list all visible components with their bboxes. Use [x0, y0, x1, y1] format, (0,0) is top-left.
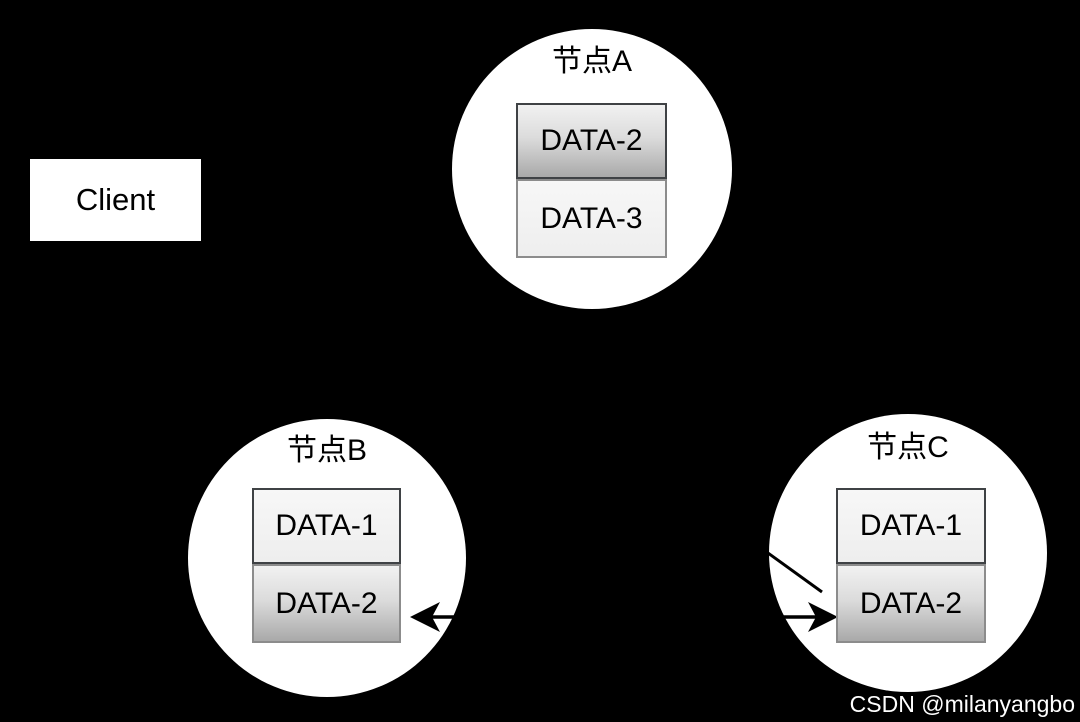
node-b-label: 节点B — [286, 434, 367, 467]
node-c-label: 节点C — [867, 431, 949, 464]
node-c-data-box-1: DATA-1 — [836, 488, 986, 564]
node-c-data-box-2: DATA-2 — [836, 564, 986, 643]
node-a-data-box-2-label: DATA-3 — [540, 201, 643, 235]
node-b-data-box-2: DATA-2 — [252, 564, 401, 643]
node-b-data-box-2-label: DATA-2 — [275, 586, 378, 620]
node-a-data-box-2: DATA-3 — [516, 179, 667, 258]
node-c-data-box-2-label: DATA-2 — [859, 586, 963, 620]
client-box: Client — [28, 157, 203, 243]
node-a-data-box-1: DATA-2 — [516, 103, 667, 179]
node-b-data-box-1-label: DATA-1 — [275, 509, 378, 542]
node-a-data-stack: DATA-2 DATA-3 — [516, 103, 667, 258]
node-c-data-box-1-label: DATA-1 — [859, 509, 963, 542]
watermark-text: CSDN @milanyangbo — [849, 691, 1075, 717]
node-b-data-box-1: DATA-1 — [252, 488, 401, 564]
client-label: Client — [75, 182, 156, 217]
node-a-data-box-1-label: DATA-2 — [540, 124, 643, 157]
node-a-label: 节点A — [551, 45, 632, 78]
node-c-data-stack: DATA-1 DATA-2 — [836, 488, 986, 643]
node-b-data-stack: DATA-1 DATA-2 — [252, 488, 401, 643]
